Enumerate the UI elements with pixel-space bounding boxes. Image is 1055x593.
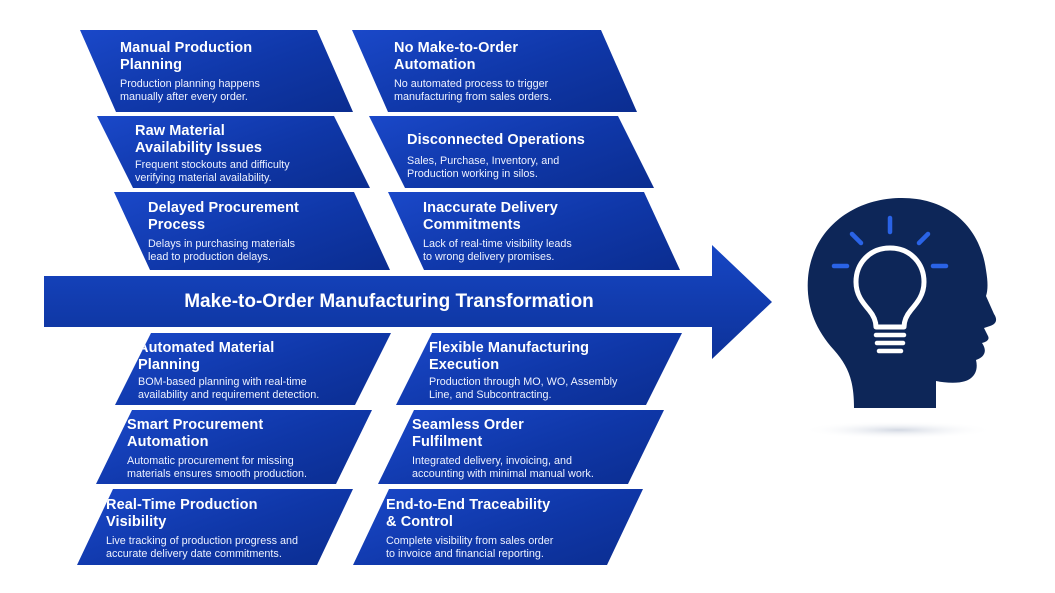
challenge-title: Delayed Procurement Process bbox=[148, 200, 299, 233]
solution-title: Real-Time Production Visibility bbox=[106, 497, 258, 530]
solution-title: Automated Material Planning bbox=[138, 340, 275, 373]
challenge-title: Inaccurate Delivery Commitments bbox=[423, 200, 558, 233]
solution-title: End-to-End Traceability & Control bbox=[386, 497, 551, 530]
solution-card-order-fulfilment: Seamless Order Fulfilment Integrated del… bbox=[378, 410, 664, 484]
solution-desc: BOM-based planning with real-time availa… bbox=[138, 376, 320, 401]
challenge-title: Manual Production Planning bbox=[120, 40, 253, 73]
solution-desc: Production through MO, WO, Assembly Line… bbox=[429, 376, 618, 401]
challenge-desc: Sales, Purchase, Inventory, and Producti… bbox=[407, 155, 560, 180]
challenge-title: No Make-to-Order Automation bbox=[394, 40, 519, 73]
solution-title: Seamless Order Fulfilment bbox=[412, 417, 524, 450]
challenge-card-no-mto-automation: No Make-to-Order Automation No automated… bbox=[352, 30, 637, 112]
solution-card-traceability: End-to-End Traceability & Control Comple… bbox=[353, 489, 643, 565]
solution-title: Flexible Manufacturing Execution bbox=[429, 340, 590, 373]
challenge-card-disconnected-ops: Disconnected Operations Sales, Purchase,… bbox=[369, 116, 654, 188]
challenge-desc: No automated process to trigger manufact… bbox=[394, 78, 552, 103]
solution-desc: Complete visibility from sales order to … bbox=[386, 535, 554, 560]
solution-card-material-planning: Automated Material Planning BOM-based pl… bbox=[115, 333, 391, 405]
challenge-card-raw-material: Raw Material Availability Issues Frequen… bbox=[97, 116, 370, 188]
challenge-card-inaccurate-delivery: Inaccurate Delivery Commitments Lack of … bbox=[388, 192, 680, 270]
challenge-card-manual-planning: Manual Production Planning Production pl… bbox=[80, 30, 353, 112]
challenge-desc: Frequent stockouts and difficulty verify… bbox=[135, 159, 290, 184]
solution-card-flexible-manufacturing: Flexible Manufacturing Execution Product… bbox=[396, 333, 682, 405]
solution-card-smart-procurement: Smart Procurement Automation Automatic p… bbox=[96, 410, 372, 484]
solution-desc: Automatic procurement for missing materi… bbox=[127, 455, 308, 480]
lightbulb-icon bbox=[802, 198, 997, 439]
diagram-title: Make-to-Order Manufacturing Transformati… bbox=[184, 291, 594, 312]
challenge-desc: Delays in purchasing materials lead to p… bbox=[148, 238, 296, 263]
challenge-desc: Production planning happens manually aft… bbox=[120, 78, 260, 103]
challenge-title: Raw Material Availability Issues bbox=[135, 123, 263, 156]
solution-title: Smart Procurement Automation bbox=[127, 417, 264, 450]
challenge-card-delayed-procurement: Delayed Procurement Process Delays in pu… bbox=[114, 192, 390, 270]
solution-card-production-visibility: Real-Time Production Visibility Live tra… bbox=[77, 489, 353, 565]
challenge-desc: Lack of real-time visibility leads to wr… bbox=[423, 238, 572, 263]
challenge-title: Disconnected Operations bbox=[407, 132, 585, 148]
solution-desc: Live tracking of production progress and… bbox=[106, 535, 299, 560]
solution-desc: Integrated delivery, invoicing, and acco… bbox=[412, 455, 594, 480]
human-head-silhouette-icon bbox=[790, 190, 1020, 450]
